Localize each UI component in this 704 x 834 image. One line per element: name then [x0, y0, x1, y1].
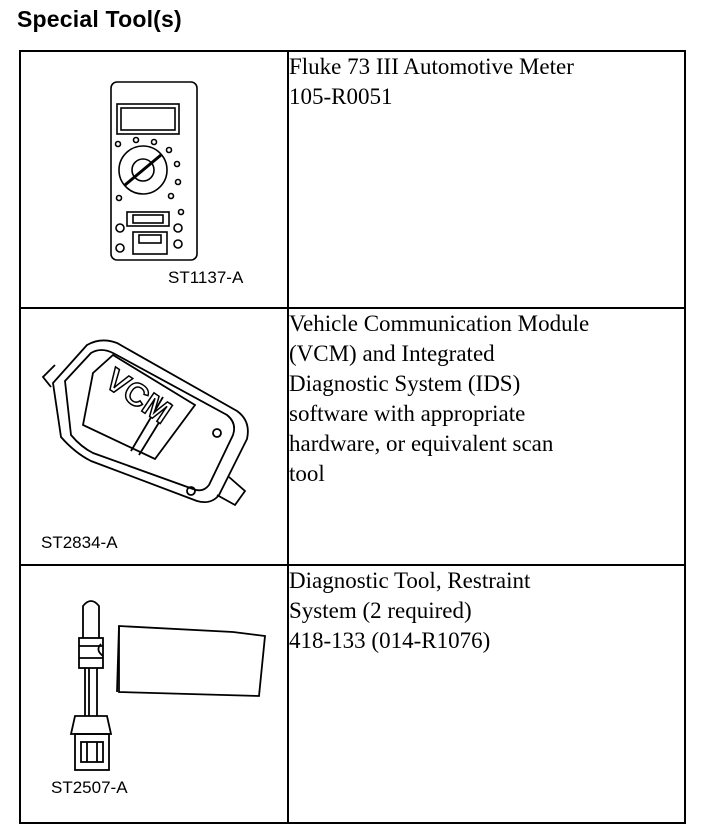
tool-illustration-cell: ST1137-A [19, 50, 289, 309]
table-row: VCM ST2834-A Vehicle Communication Modul… [19, 307, 686, 566]
figure-caption: ST2834-A [41, 533, 118, 552]
tool-illustration-cell: VCM ST2834-A [19, 307, 289, 566]
description-line: Vehicle Communication Module [289, 311, 590, 336]
figure-caption: ST1137-A [168, 268, 244, 287]
tool-description: Diagnostic Tool, Restraint System (2 req… [287, 564, 686, 824]
tool-description: Fluke 73 III Automotive Meter 105-R0051 [287, 50, 686, 309]
special-tools-table: ST1137-A Fluke 73 III Automotive Meter 1… [19, 50, 686, 824]
description-line: software with appropriate [289, 401, 526, 426]
description-line: (VCM) and Integrated [289, 341, 495, 366]
description-line: hardware, or equivalent scan [289, 431, 554, 456]
table-row: ST2507-A Diagnostic Tool, Restraint Syst… [19, 564, 686, 824]
description-line: Diagnostic Tool, Restraint [289, 568, 531, 593]
multimeter-icon [110, 81, 198, 261]
table-row: ST1137-A Fluke 73 III Automotive Meter 1… [19, 50, 686, 309]
tool-illustration-cell: ST2507-A [19, 564, 289, 824]
vcm-module-icon: VCM [41, 339, 249, 507]
description-line: tool [289, 461, 325, 486]
page-title: Special Tool(s) [17, 6, 182, 32]
description-line: 418-133 (014-R1076) [289, 628, 491, 653]
description-line: System (2 required) [289, 598, 472, 623]
description-line: Diagnostic System (IDS) [289, 371, 521, 396]
figure-caption: ST2507-A [51, 778, 128, 797]
restraint-diagnostic-tool-icon [69, 600, 266, 771]
description-line: 105-R0051 [289, 84, 393, 109]
tool-description: Vehicle Communication Module (VCM) and I… [287, 307, 686, 566]
description-line: Fluke 73 III Automotive Meter [289, 54, 574, 79]
